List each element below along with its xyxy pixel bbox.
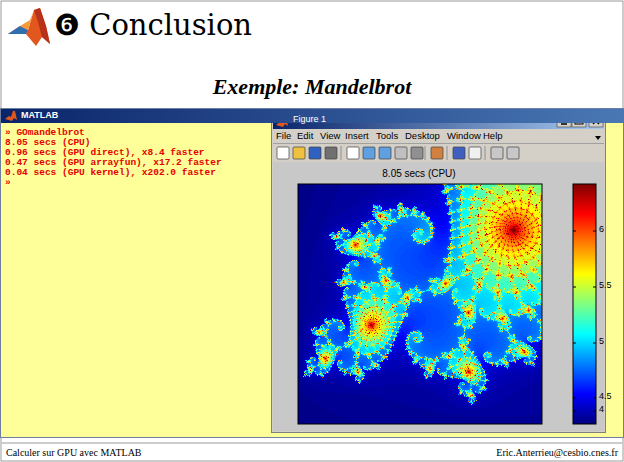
matlab-logo [8, 8, 50, 46]
colorbar [573, 184, 596, 424]
footer-text: Eric.Anterrieu@cesbio.cnes.fr [496, 447, 618, 459]
figure-window-frame [271, 111, 606, 433]
menu-item: Help [483, 131, 503, 142]
footer-text: Calculer sur GPU avec MATLAB [6, 447, 142, 459]
figure-window: Figure 1 [271, 111, 606, 433]
menu-item: Edit [297, 131, 313, 142]
command-line: 0.04 secs (GPU kernel), x202.0 faster [5, 168, 216, 178]
slide-title: ❻ Conclusion [54, 8, 252, 42]
window-title: MATLAB [21, 110, 58, 120]
colorbar-tick: 5.5 [599, 280, 612, 290]
title-bar [1, 109, 624, 123]
footer-rule [2, 443, 622, 444]
figure-background [273, 162, 604, 431]
window-icon [5, 111, 17, 121]
mandelbrot-image [298, 184, 542, 424]
plot-title: 8.05 secs (CPU) [382, 168, 455, 180]
slide-subtitle: Exemple: Mandelbrot [213, 74, 412, 99]
command-line: 0.47 secs (GPU arrayfun), x17.2 faster [5, 158, 222, 168]
toolbar-icons [277, 146, 519, 160]
window-title: Figure 1 [293, 114, 326, 124]
command-line: » GOmandelbrot [5, 128, 85, 138]
menu-item: File [276, 131, 291, 142]
colorbar-tick: 5 [599, 336, 604, 346]
command-window: Figure 1MATLAB» GOmandelbrot8.05 secs (C… [0, 108, 624, 438]
menu-rule [273, 143, 604, 144]
menu-item: Insert [345, 131, 369, 142]
menu-arrow [595, 136, 601, 140]
menu-item: Window [447, 131, 481, 142]
window-frame [272, 112, 606, 433]
command-line: 8.05 secs (CPU) [5, 138, 91, 148]
colorbar-tick: 6 [599, 224, 604, 234]
menu-item: View [320, 131, 340, 142]
axes-frame [298, 184, 542, 424]
command-line: 0.96 secs (GPU direct), x8.4 faster [5, 148, 205, 158]
colorbar-tick: 4 [599, 404, 604, 414]
command-line: » [5, 178, 11, 188]
menu-item: Desktop [405, 131, 440, 142]
colorbar-tick: 4.5 [599, 391, 612, 401]
colorbar-ticks [573, 231, 596, 411]
menu-item: Tools [376, 131, 398, 142]
